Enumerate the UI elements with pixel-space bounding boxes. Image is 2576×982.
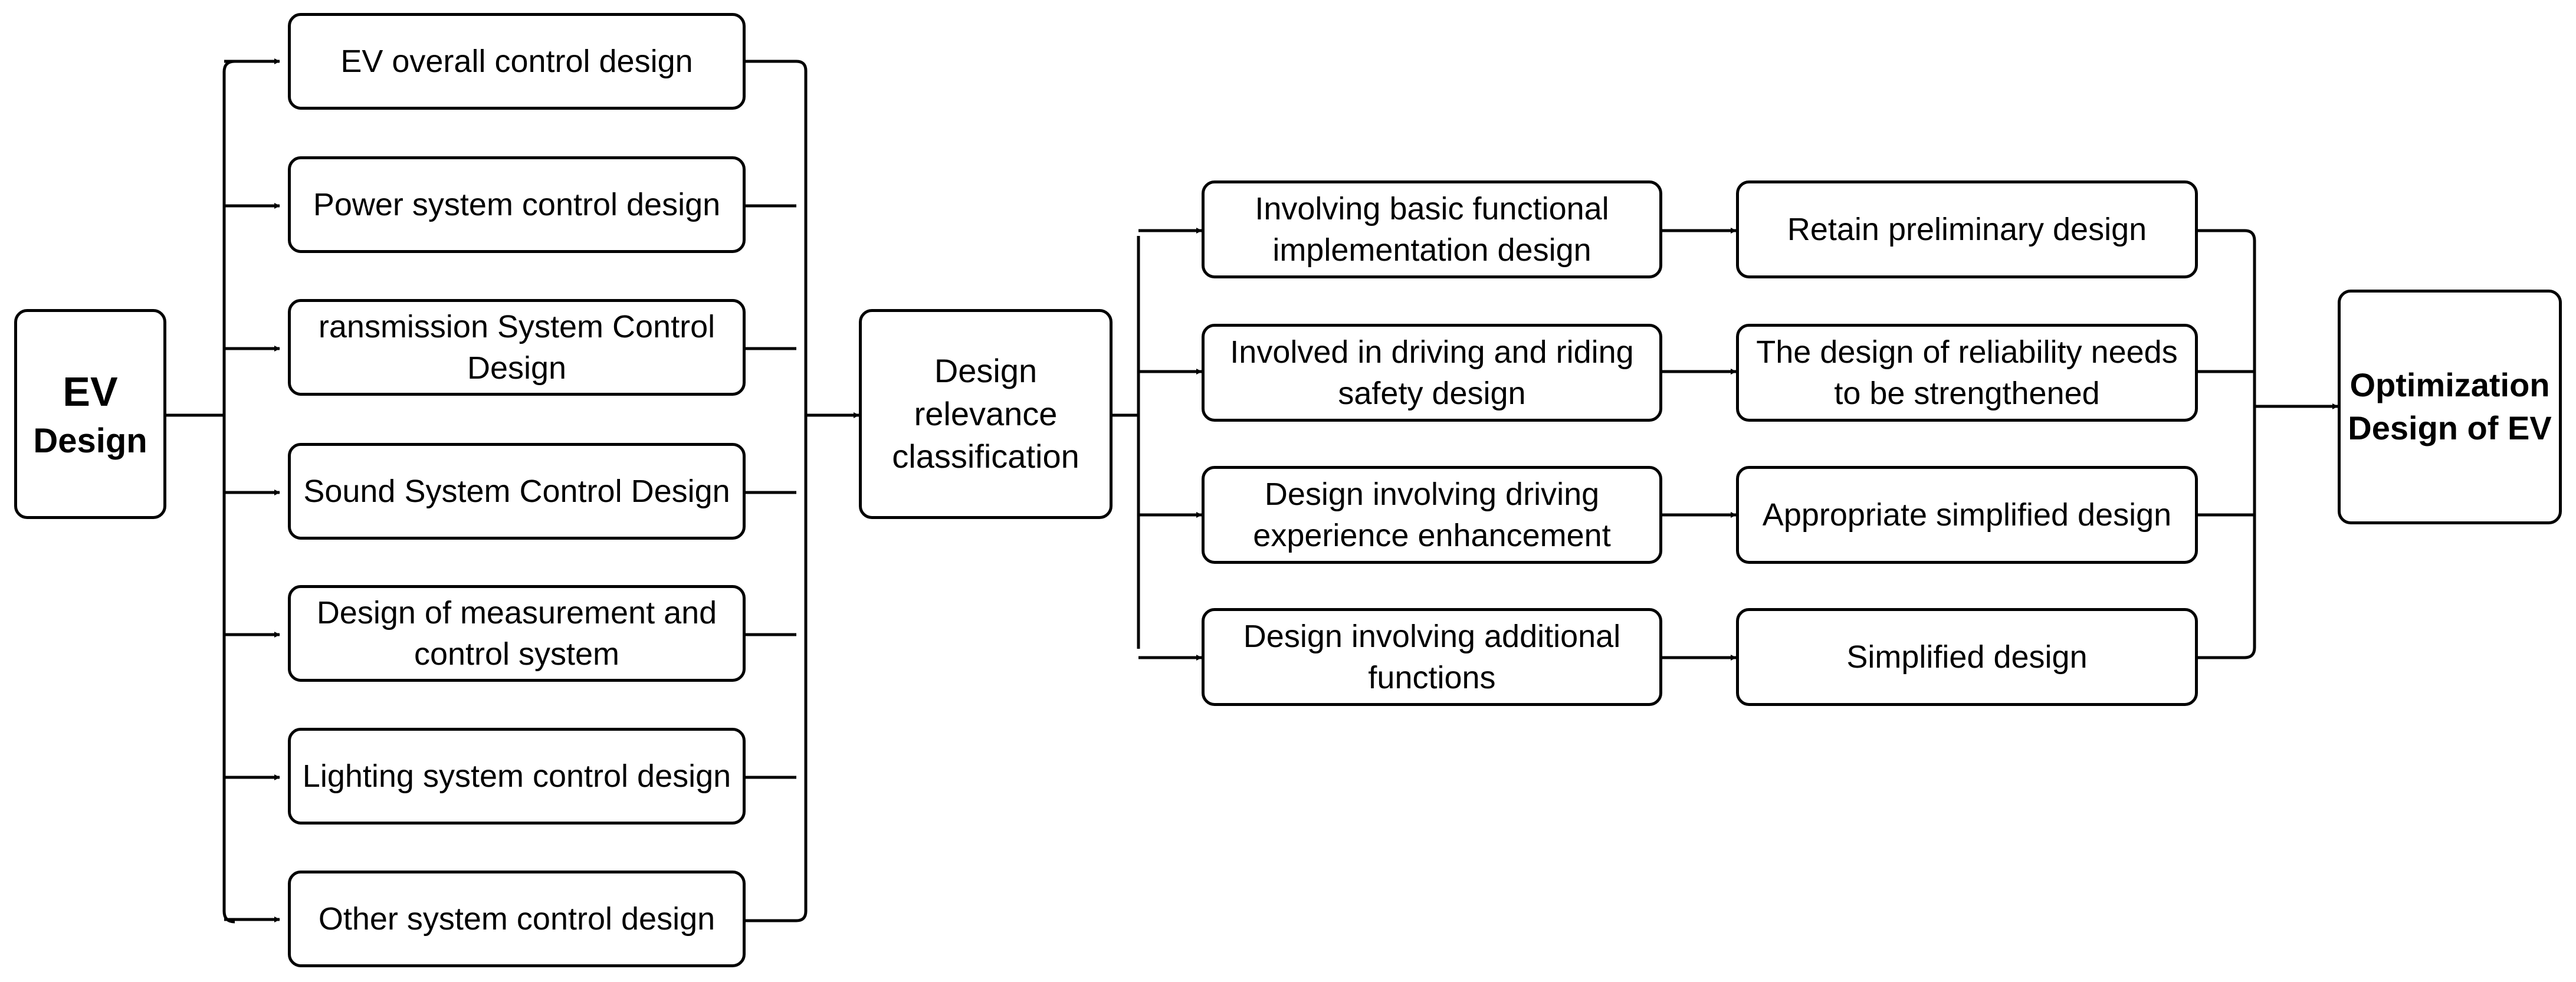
subsystem-label: Other system control design xyxy=(318,901,716,937)
category-label-2: safety design xyxy=(1338,376,1526,411)
subsystem-label: Power system control design xyxy=(313,186,721,222)
category-label: Design involving driving xyxy=(1264,476,1600,512)
action-box-appropriate-simplified: Appropriate simplified design xyxy=(1736,466,2198,564)
subsystem-box-overall: EV overall control design xyxy=(288,13,746,110)
subsystem-label-2: control system xyxy=(414,636,620,672)
subsystem-box-lighting: Lighting system control design xyxy=(288,728,746,825)
ev-design-line2: Design xyxy=(33,421,147,460)
action-box-retain: Retain preliminary design xyxy=(1736,180,2198,278)
category-box-safety: Involved in driving and riding safety des… xyxy=(1202,324,1662,422)
ev-design-line1: EV xyxy=(63,368,118,415)
subsystem-box-sound: Sound System Control Design xyxy=(288,443,746,540)
subsystem-box-power: Power system control design xyxy=(288,156,746,253)
subsystem-label-2: Design xyxy=(467,350,567,386)
merge-from-actions xyxy=(2198,229,2256,659)
ev-design-box: EV Design xyxy=(14,309,166,519)
category-label: Design involving additional xyxy=(1243,618,1621,654)
classification-line1: Design relevance xyxy=(914,352,1058,432)
category-label: Involving basic functional xyxy=(1255,191,1609,226)
category-box-additional: Design involving additional functions xyxy=(1202,608,1662,706)
category-label-2: experience enhancement xyxy=(1253,518,1611,553)
category-label-2: implementation design xyxy=(1272,232,1591,268)
subsystem-box-measurement: Design of measurement and control system xyxy=(288,585,746,682)
category-box-experience: Design involving driving experience enhan… xyxy=(1202,466,1662,564)
result-line2: Design of EV xyxy=(2348,409,2552,446)
subsystem-label: Design of measurement and xyxy=(316,595,717,630)
category-label-2: functions xyxy=(1368,660,1496,695)
action-label: The design of reliability needs xyxy=(1756,334,2178,370)
action-label-2: to be strengthened xyxy=(1834,376,2100,411)
subsystem-label: Lighting system control design xyxy=(302,758,731,794)
subsystem-label: ransmission System Control xyxy=(318,308,716,344)
classification-line2: classification xyxy=(892,438,1079,475)
action-box-reliability: The design of reliability needs to be str… xyxy=(1736,324,2198,422)
result-line1: Optimization xyxy=(2349,366,2550,404)
action-box-simplified: Simplified design xyxy=(1736,608,2198,706)
category-box-basic: Involving basic functional implementation… xyxy=(1202,180,1662,278)
result-box: Optimization Design of EV xyxy=(2338,290,2562,524)
classification-box: Design relevance classification xyxy=(859,309,1113,519)
category-label: Involved in driving and riding xyxy=(1230,334,1634,370)
merge-from-subsystem-1 xyxy=(746,60,808,922)
action-label: Appropriate simplified design xyxy=(1762,497,2172,533)
subsystem-label: EV overall control design xyxy=(340,43,693,79)
action-label: Simplified design xyxy=(1846,639,2088,675)
subsystem-box-other: Other system control design xyxy=(288,871,746,967)
subsystem-label: Sound System Control Design xyxy=(303,473,730,509)
action-label: Retain preliminary design xyxy=(1787,211,2147,247)
